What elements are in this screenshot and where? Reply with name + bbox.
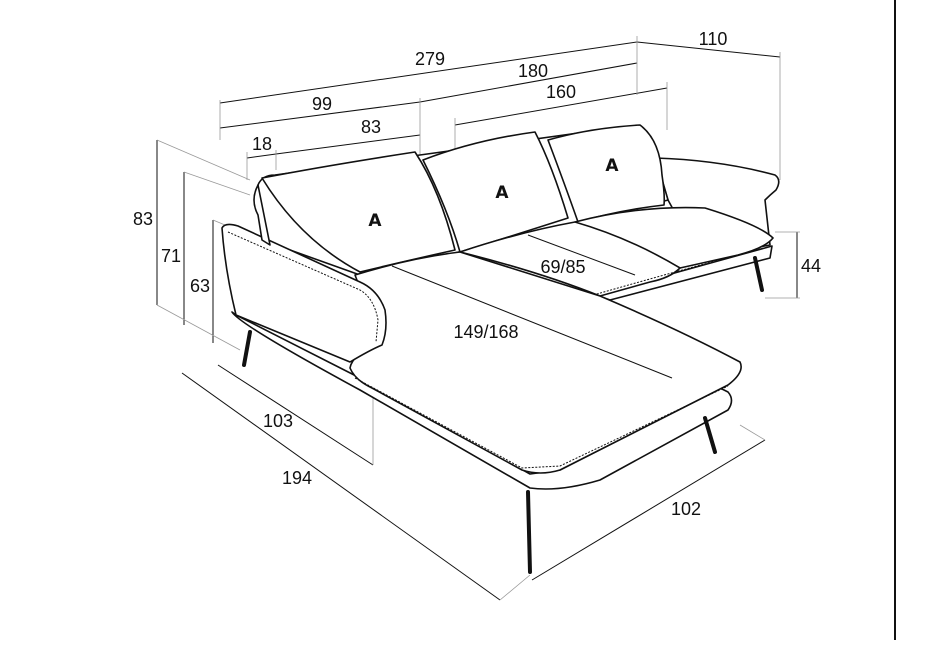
label-chaise-width: 103 — [263, 411, 293, 431]
label-total-width: 279 — [415, 49, 445, 69]
ext-line — [212, 219, 226, 226]
dim-line-seat-right — [454, 87, 668, 126]
chaise-base — [231, 311, 733, 490]
dim-line-chaise-length — [181, 372, 501, 601]
leg-front-left — [242, 330, 252, 367]
cushion-marker-middle: A — [495, 183, 509, 203]
left-end-cushion — [253, 184, 271, 246]
dim-line-seat-left — [275, 134, 421, 155]
label-chaise-depth: 110 — [699, 29, 728, 49]
seat-cushion-middle — [459, 221, 681, 297]
dim-line-module-left — [219, 101, 421, 129]
back-cushion-middle — [422, 131, 569, 253]
ext-line — [156, 139, 251, 181]
chaise-seam — [354, 377, 729, 469]
chaise-seat-cushion — [349, 251, 742, 474]
top-dimensions: 279 110 180 99 160 18 83 — [219, 29, 781, 180]
ext-line — [739, 424, 766, 441]
dim-line-chaise-depth — [636, 41, 781, 58]
cushion-marker-left: A — [368, 211, 382, 231]
label-seat-height: 44 — [801, 256, 821, 276]
label-seat-depth: 69/85 — [540, 257, 585, 277]
label-armrest: 18 — [252, 134, 272, 154]
ext-line — [499, 574, 531, 601]
back-cushion-left — [261, 151, 456, 273]
label-height-back: 71 — [161, 246, 181, 266]
dim-line-seat-depth — [527, 234, 636, 276]
cushion-marker-right: A — [605, 156, 619, 176]
label-module-left: 99 — [312, 94, 332, 114]
label-height-arm: 63 — [190, 276, 210, 296]
dim-line-chaise-seat-depth — [391, 265, 673, 379]
seat-height-dimension: 44 — [765, 231, 821, 299]
leg-front-middle — [526, 490, 532, 574]
label-chaise-seat-depth: 149/168 — [453, 322, 518, 342]
dim-line-chaise-width — [217, 364, 374, 466]
leg-front-right — [703, 416, 717, 454]
leg-back-right — [753, 256, 764, 292]
dim-line-total-width — [219, 41, 638, 104]
back-cushion-right — [547, 124, 666, 223]
label-chaise-length: 194 — [282, 468, 312, 488]
label-height-total: 83 — [133, 209, 153, 229]
ext-line — [183, 171, 251, 196]
label-sofa-depth: 102 — [671, 499, 701, 519]
sofa-drawing: 69/85 149/168 A A A — [221, 124, 780, 574]
label-seat-right: 160 — [546, 82, 576, 102]
dim-line-sofa-depth — [531, 439, 766, 581]
height-dimensions: 83 71 63 — [133, 139, 251, 351]
dim-line-sofa-width — [419, 62, 638, 103]
seat-seam — [589, 245, 773, 297]
ext-line — [156, 304, 241, 351]
bottom-dimensions: 103 194 102 — [181, 364, 766, 601]
label-sofa-width: 180 — [518, 61, 548, 81]
chaise-arm-panel — [221, 223, 387, 363]
label-seat-left: 83 — [361, 117, 381, 137]
dim-line-armrest — [246, 153, 277, 159]
arm-seam — [227, 231, 379, 343]
